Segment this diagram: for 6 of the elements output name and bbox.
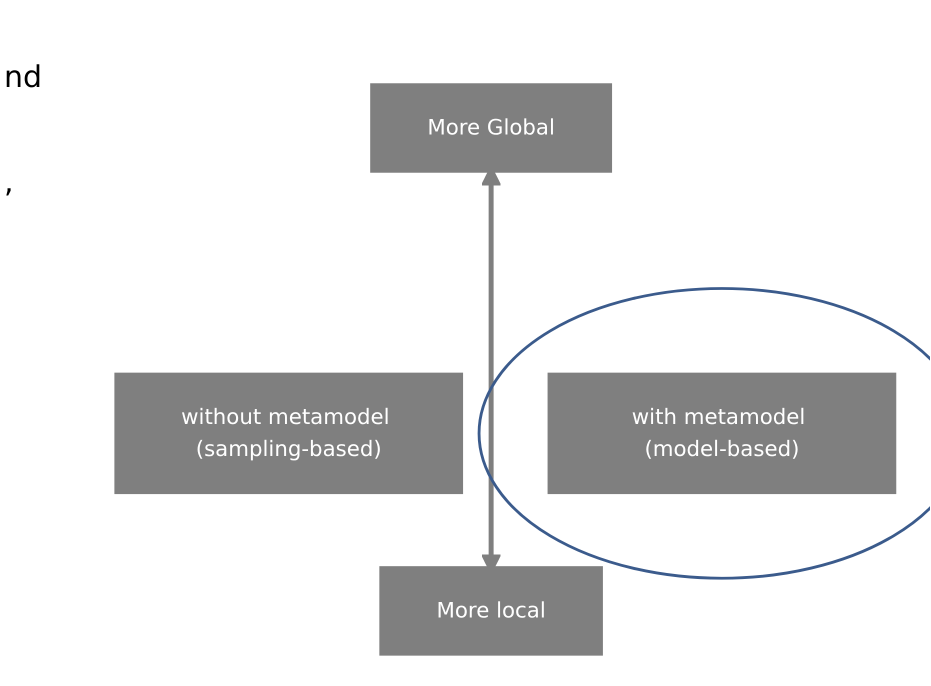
text-fragment: nd — [4, 60, 44, 95]
node-box: More Global — [370, 83, 612, 173]
node-box: More local — [379, 566, 603, 656]
node-box: with metamodel (model-based) — [548, 372, 896, 494]
node-box: without metamodel (sampling-based) — [114, 372, 464, 494]
text-fragment: , — [4, 165, 15, 200]
